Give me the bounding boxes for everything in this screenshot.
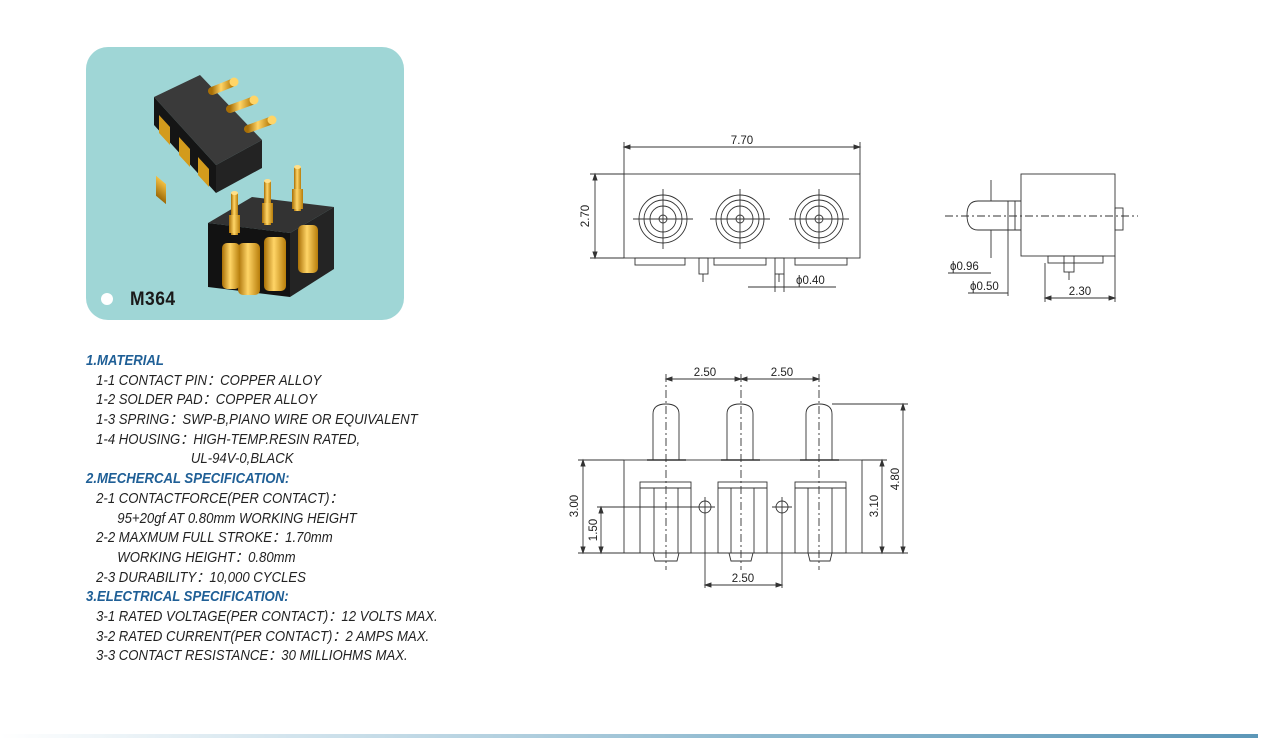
specifications: 1.MATERIAL 1-1 CONTACT PIN：COPPER ALLOY … — [86, 352, 506, 667]
material-heading: 1.MATERIAL — [86, 353, 164, 369]
model-bullet — [101, 293, 113, 305]
top-view — [590, 142, 862, 292]
upper-connector — [154, 75, 277, 205]
spec-line: 1-2 SOLDER PAD：COPPER ALLOY — [96, 392, 317, 409]
front-view — [578, 374, 908, 588]
dim-pitch-2: 2.50 — [771, 367, 793, 379]
contact-circles — [633, 189, 849, 249]
dim-front-300: 3.00 — [569, 495, 581, 517]
spec-line: 3-1 RATED VOLTAGE(PER CONTACT)：12 VOLTS … — [96, 608, 438, 625]
spec-line: 3-2 RATED CURRENT(PER CONTACT)：2 AMPS MA… — [96, 628, 430, 645]
spec-line: 1-3 SPRING：SWP-B,PIANO WIRE OR EQUIVALEN… — [96, 412, 418, 429]
spec-line: UL-94V-0,BLACK — [190, 451, 294, 468]
footer-divider — [0, 734, 1258, 738]
spec-line: 1-1 CONTACT PIN：COPPER ALLOY — [96, 372, 322, 389]
mechanical-heading: 2.MECHERCAL SPECIFICATION: — [86, 471, 290, 488]
dim-front-480: 4.80 — [890, 468, 902, 490]
dim-top-height: 2.70 — [580, 205, 592, 227]
lower-connector — [208, 165, 334, 297]
electrical-heading: 3.ELECTRICAL SPECIFICATION: — [86, 589, 289, 606]
spec-line: 3-3 CONTACT RESISTANCE：30 MILLIOHMS MAX. — [96, 648, 408, 665]
side-view — [945, 173, 1138, 302]
dim-front-150: 1.50 — [588, 519, 600, 541]
dim-side-d2: ϕ0.50 — [970, 281, 999, 293]
model-number: M364 — [130, 289, 176, 310]
spec-line: 1-4 HOUSING：HIGH-TEMP.RESIN RATED, — [96, 431, 361, 448]
dim-pin-diameter: ϕ0.40 — [796, 275, 825, 287]
spec-line: WORKING HEIGHT：0.80mm — [117, 549, 296, 566]
spec-line: 2-3 DURABILITY：10,000 CYCLES — [96, 569, 306, 586]
dim-pitch-1: 2.50 — [694, 367, 716, 379]
connector-illustration — [154, 75, 334, 297]
spec-line: 2-1 CONTACTFORCE(PER CONTACT)： — [96, 490, 343, 507]
product-photo-card — [86, 47, 404, 320]
dim-side-width: 2.30 — [1069, 286, 1091, 298]
spec-line: 95+20gf AT 0.80mm WORKING HEIGHT — [117, 510, 357, 527]
dim-side-d1: ϕ0.96 — [950, 261, 979, 273]
spec-line: 2-2 MAXMUM FULL STROKE：1.70mm — [96, 530, 333, 547]
dim-top-width: 7.70 — [731, 135, 753, 147]
dim-front-bottom: 2.50 — [732, 573, 754, 585]
dim-front-310: 3.10 — [869, 495, 881, 517]
